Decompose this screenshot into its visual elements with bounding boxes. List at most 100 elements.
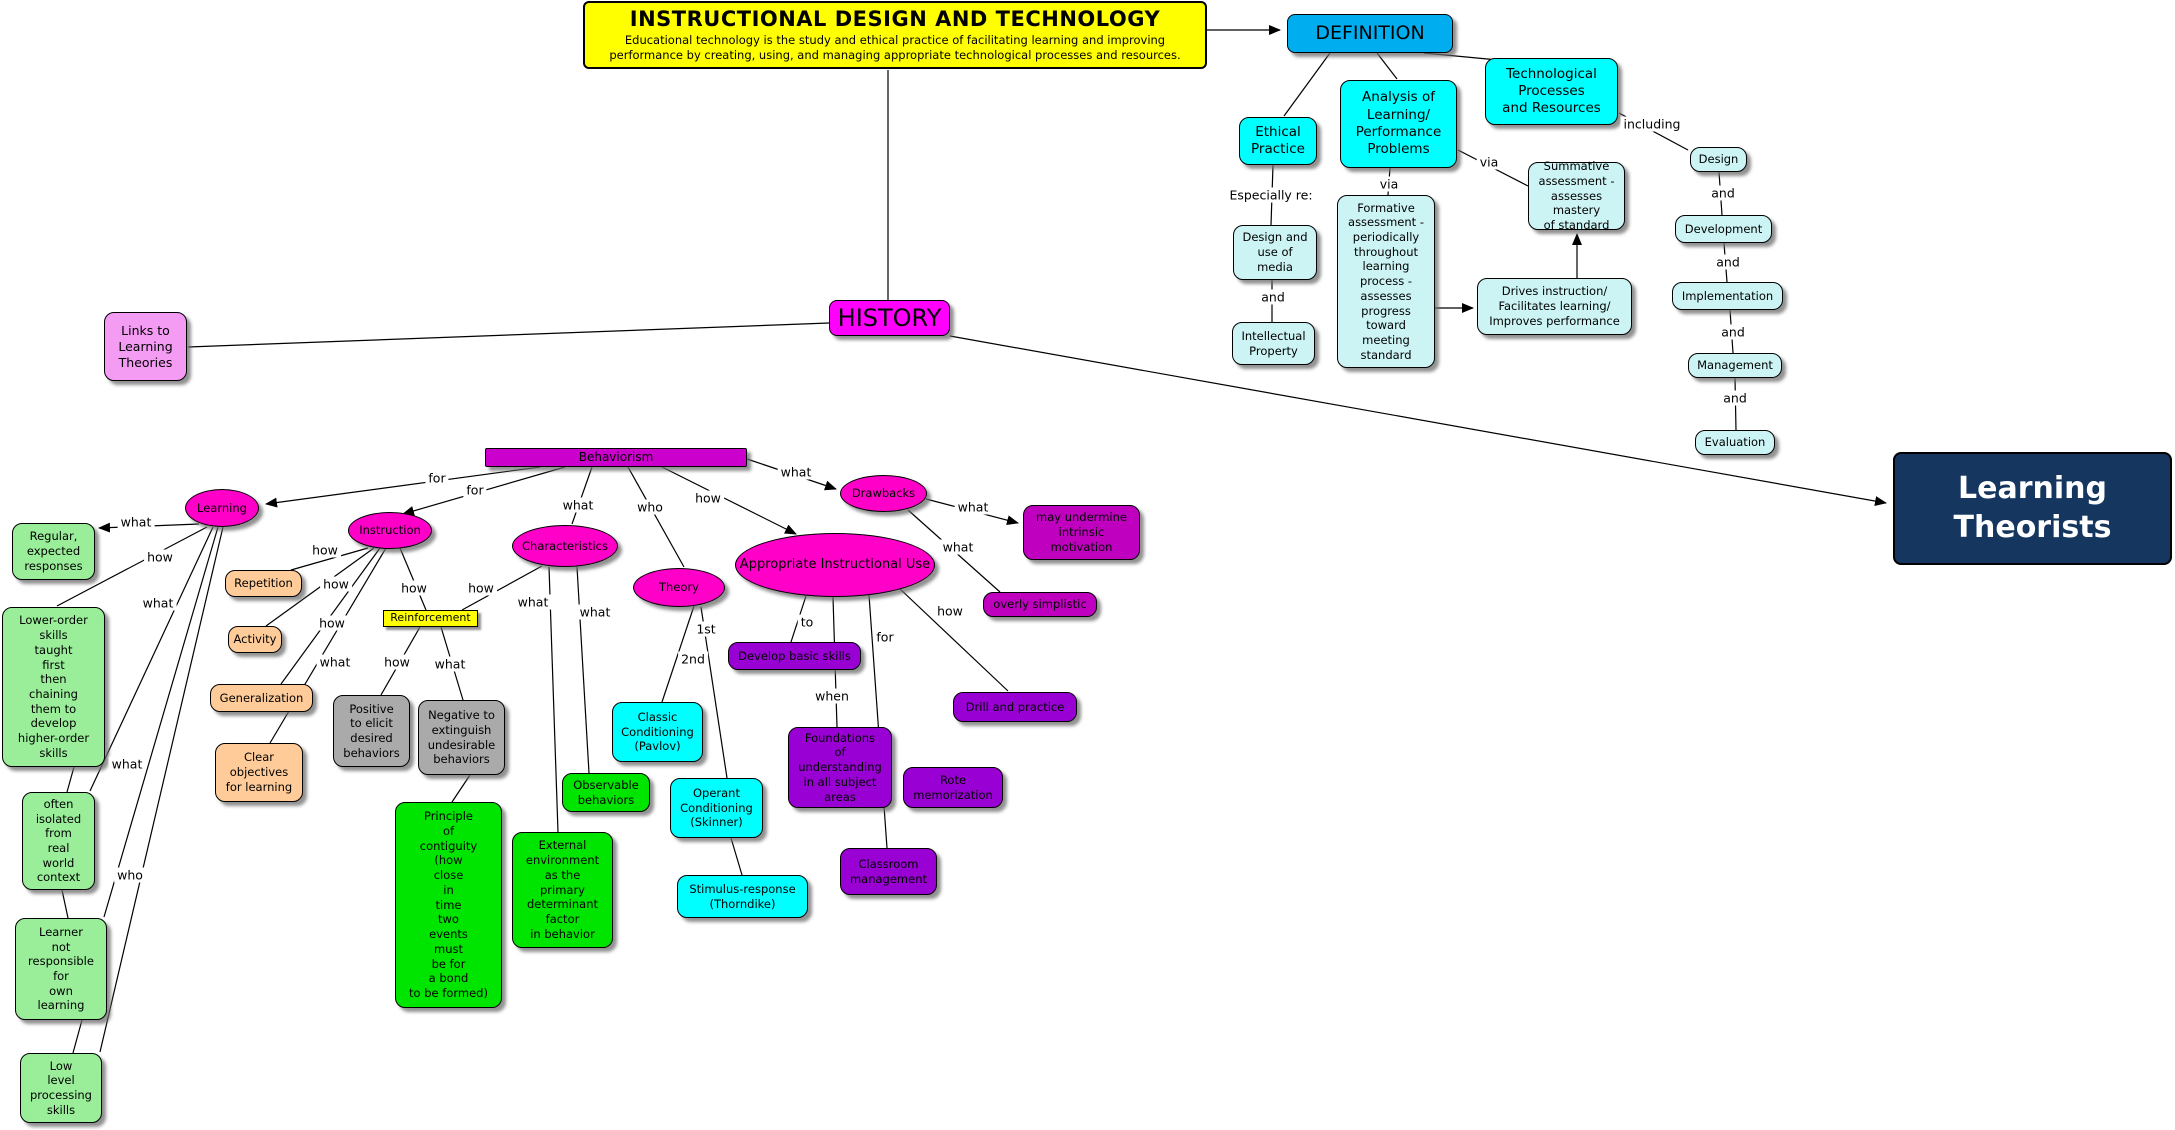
link-label: what	[939, 539, 977, 555]
link-label: who	[634, 499, 666, 515]
link-label: how	[398, 580, 430, 596]
link-label: for	[463, 482, 487, 498]
stimulus-response[interactable]: Stimulus-response (Thorndike)	[677, 875, 808, 918]
link-label: 2nd	[678, 651, 708, 667]
link-label: what	[777, 464, 815, 480]
analysis-problems[interactable]: Analysis of Learning/ Performance Proble…	[1340, 80, 1457, 168]
drawbacks[interactable]: Drawbacks	[840, 475, 927, 512]
connector-line	[661, 605, 695, 703]
characteristics[interactable]: Characteristics	[512, 525, 618, 567]
external-environment[interactable]: External environment as the primary dete…	[512, 832, 613, 948]
implementation[interactable]: Implementation	[1672, 282, 1783, 310]
formative-assessment[interactable]: Formative assessment - periodically thro…	[1337, 195, 1435, 368]
low-level-processing[interactable]: Low level processing skills	[20, 1053, 102, 1123]
generalization[interactable]: Generalization	[210, 684, 313, 712]
drill-and-practice[interactable]: Drill and practice	[953, 692, 1077, 722]
clear-objectives[interactable]: Clear objectives for learning	[215, 743, 303, 802]
link-label: what	[108, 756, 146, 772]
connector-line	[61, 889, 69, 919]
link-label: via	[1376, 176, 1402, 192]
link-label: how	[144, 549, 176, 565]
design-use-media[interactable]: Design and use of media	[1233, 225, 1317, 280]
link-label: and	[1720, 390, 1750, 406]
operant-conditioning[interactable]: Operant Conditioning (Skinner)	[670, 778, 763, 838]
positive-reinforcement[interactable]: Positive to elicit desired behaviors	[333, 695, 410, 767]
connector-line	[290, 547, 369, 571]
connector-line	[265, 466, 541, 508]
link-label: Especially re:	[1226, 187, 1316, 203]
connector-line	[571, 466, 593, 525]
link-label: how	[320, 576, 352, 592]
link-label: for	[873, 629, 897, 645]
observable-behaviors[interactable]: Observable behaviors	[562, 773, 650, 812]
link-label: what	[316, 654, 354, 670]
connector-line	[66, 766, 75, 793]
link-label: how	[465, 580, 497, 596]
develop-basic-skills[interactable]: Develop basic skills	[728, 642, 861, 670]
behaviorism-bar[interactable]: Behaviorism	[485, 448, 747, 467]
link-label: when	[812, 688, 852, 704]
overly-simplistic[interactable]: overly simplistic	[983, 592, 1097, 617]
connector-line	[627, 466, 685, 568]
connector-line	[1283, 52, 1331, 117]
reinforcement[interactable]: Reinforcement	[383, 610, 478, 627]
theory[interactable]: Theory	[633, 568, 725, 607]
link-label: via	[1476, 154, 1502, 170]
ethical-practice[interactable]: Ethical Practice	[1239, 117, 1317, 165]
rote-memorization[interactable]: Rote memorization	[903, 767, 1003, 808]
page-title: INSTRUCTIONAL DESIGN AND TECHNOLOGY	[629, 7, 1161, 32]
link-label: including	[1620, 116, 1684, 132]
summative-assessment[interactable]: Summative assessment - assesses mastery …	[1528, 159, 1625, 232]
principle-of-contiguity[interactable]: Principle of contiguity (how close in ti…	[395, 802, 502, 1008]
connector-line	[1376, 52, 1398, 80]
links-learning-theories[interactable]: Links to Learning Theories	[104, 312, 187, 381]
title-box[interactable]: INSTRUCTIONAL DESIGN AND TECHNOLOGY Educ…	[583, 1, 1207, 69]
management[interactable]: Management	[1688, 353, 1782, 378]
connector-line	[399, 547, 427, 611]
link-label: how	[934, 603, 966, 619]
development[interactable]: Development	[1675, 215, 1772, 243]
link-label: and	[1258, 289, 1288, 305]
link-label: how	[309, 542, 341, 558]
instruction[interactable]: Instruction	[348, 512, 432, 549]
connector-line	[103, 526, 219, 918]
link-label: how	[692, 490, 724, 506]
classroom-management[interactable]: Classroom management	[840, 848, 937, 895]
often-isolated[interactable]: often isolated from real world context	[22, 792, 95, 890]
learning-theorists[interactable]: Learning Theorists	[1893, 452, 2172, 565]
link-label: what	[514, 594, 552, 610]
link-label: and	[1718, 324, 1748, 340]
may-undermine-motivation[interactable]: may undermine intrinsic motivation	[1023, 505, 1140, 560]
link-label: what	[576, 604, 614, 620]
repetition[interactable]: Repetition	[225, 570, 302, 597]
tech-processes[interactable]: Technological Processes and Resources	[1485, 58, 1618, 125]
classic-conditioning[interactable]: Classic Conditioning (Pavlov)	[612, 702, 703, 762]
design[interactable]: Design	[1690, 147, 1747, 172]
drives-instruction[interactable]: Drives instruction/ Facilitates learning…	[1477, 278, 1632, 335]
evaluation[interactable]: Evaluation	[1695, 430, 1775, 455]
link-label: and	[1713, 254, 1743, 270]
link-label: for	[425, 470, 449, 486]
link-label: to	[797, 614, 817, 630]
regular-expected-responses[interactable]: Regular, expected responses	[12, 523, 95, 580]
negative-reinforcement[interactable]: Negative to extinguish undesirable behav…	[418, 700, 505, 775]
link-label: what	[559, 497, 597, 513]
history[interactable]: HISTORY	[829, 300, 950, 336]
activity[interactable]: Activity	[228, 626, 282, 653]
connector-line	[661, 466, 797, 535]
connector-line	[1423, 52, 1499, 61]
page-subtitle: Educational technology is the study and …	[609, 33, 1181, 62]
connector-line	[72, 1019, 83, 1054]
connector-line	[89, 526, 214, 792]
intellectual-property[interactable]: Intellectual Property	[1232, 322, 1315, 365]
connector-line	[56, 526, 208, 607]
connector-line	[187, 322, 830, 348]
foundations-understanding[interactable]: Foundations of understanding in all subj…	[788, 727, 892, 808]
connector-line	[461, 565, 543, 611]
learning[interactable]: Learning	[185, 489, 259, 527]
learner-not-responsible[interactable]: Learner not responsible for own learning	[15, 918, 107, 1020]
appropriate-instructional-use[interactable]: Appropriate Instructional Use	[735, 533, 935, 597]
definition[interactable]: DEFINITION	[1287, 14, 1453, 53]
lower-order-skills[interactable]: Lower-order skills taught first then cha…	[2, 607, 105, 767]
connector-line	[949, 335, 1887, 506]
